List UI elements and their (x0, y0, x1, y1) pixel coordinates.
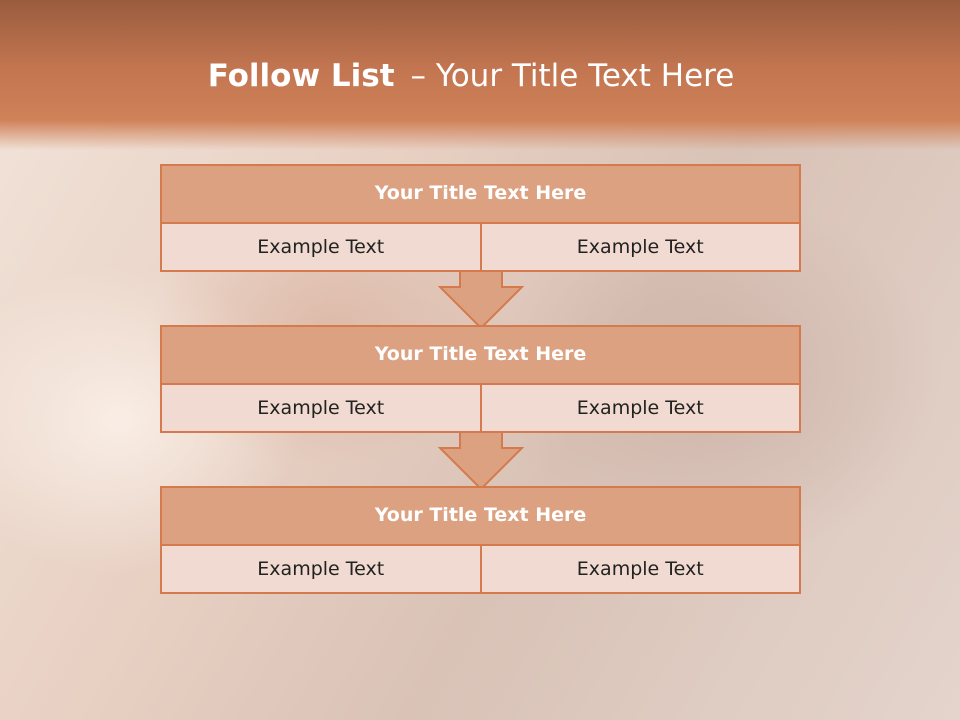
step-cell: Example Text (479, 224, 800, 270)
header-band (0, 0, 960, 150)
step-cell: Example Text (257, 397, 385, 419)
step-cell: Example Text (479, 546, 800, 592)
slide-title: Follow List – Your Title Text Here (0, 52, 942, 100)
step-box-1: Your Title Text Here Example Text Exampl… (160, 164, 801, 272)
step-cell: Example Text (479, 385, 800, 431)
step-title: Your Title Text Here (162, 488, 799, 546)
step-cell: Example Text (257, 236, 385, 258)
step-row: Example Text Example Text (162, 546, 799, 592)
step-box-2: Your Title Text Here Example Text Exampl… (160, 325, 801, 433)
step-title: Your Title Text Here (162, 166, 799, 224)
step-box-3: Your Title Text Here Example Text Exampl… (160, 486, 801, 594)
step-title: Your Title Text Here (162, 327, 799, 385)
step-row: Example Text Example Text (162, 224, 799, 270)
slide-title-rest: – Your Title Text Here (410, 58, 735, 94)
down-arrow-icon (438, 270, 524, 330)
step-cell: Example Text (257, 558, 385, 580)
step-row: Example Text Example Text (162, 385, 799, 431)
slide-title-bold: Follow List (207, 58, 395, 94)
down-arrow-icon (438, 431, 524, 491)
